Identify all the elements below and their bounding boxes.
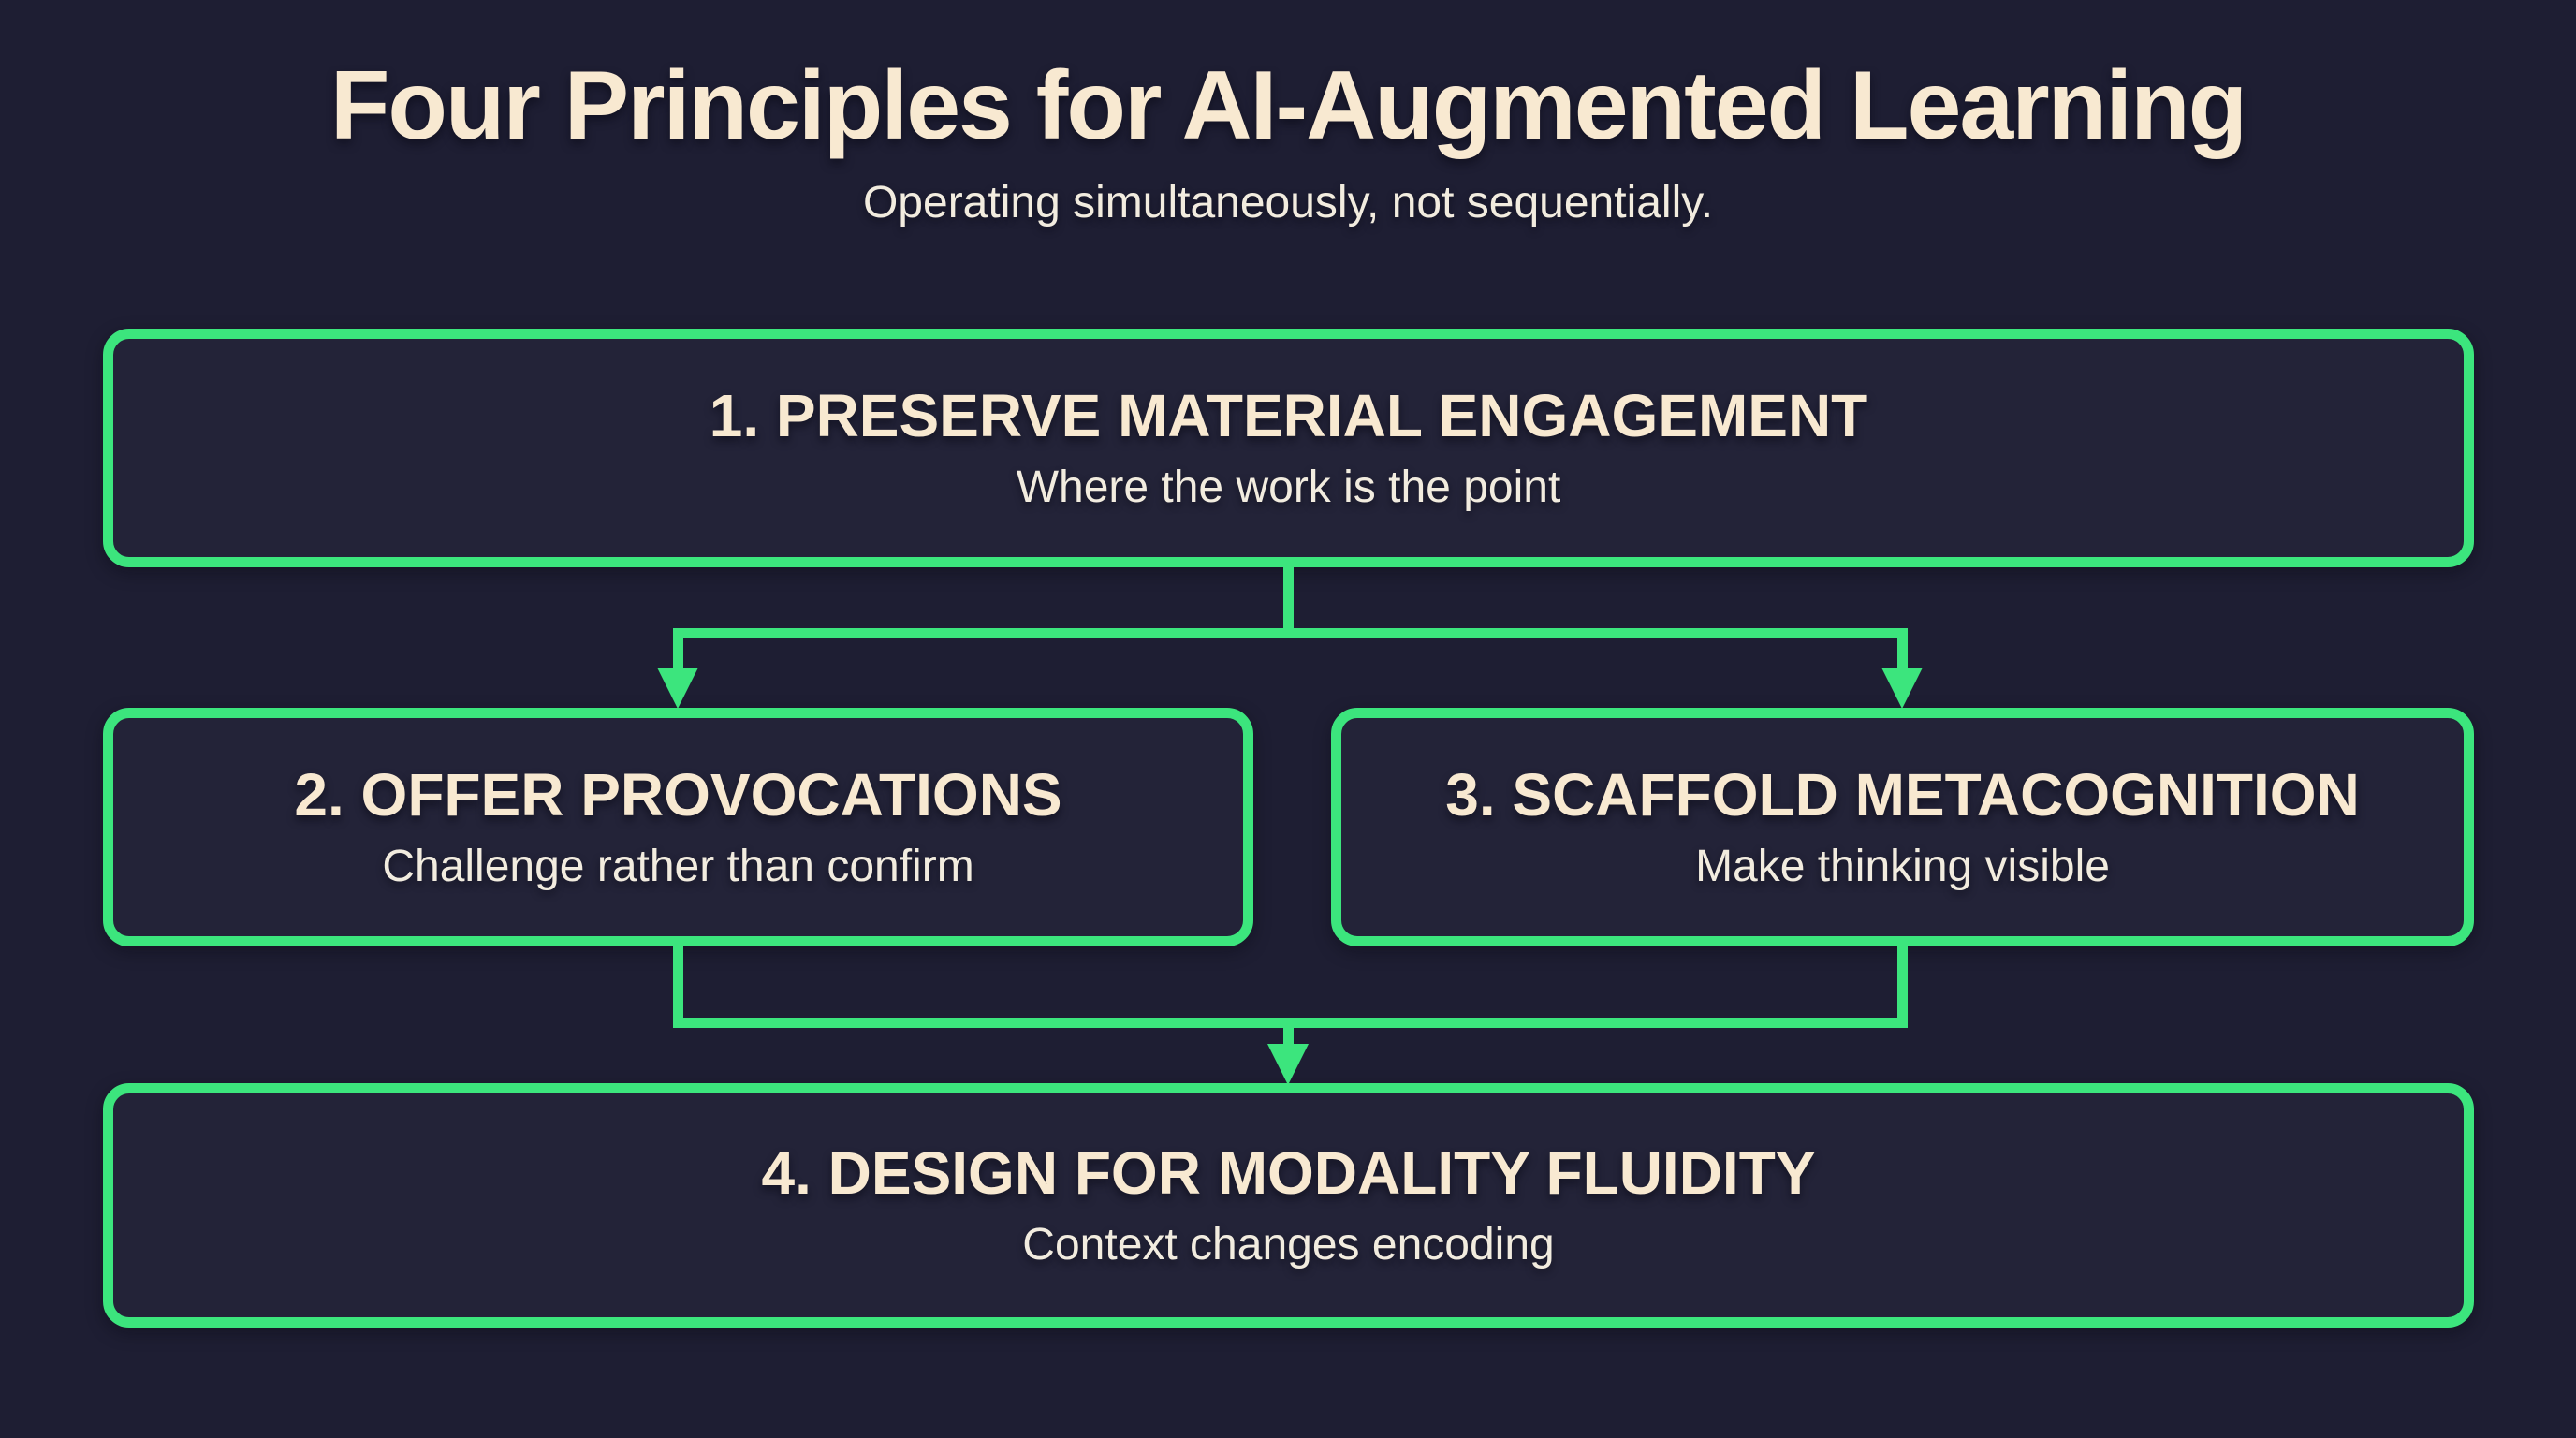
node-subtext: Where the work is the point [1016, 462, 1561, 513]
arrowhead-down-node4-icon [1267, 1044, 1309, 1085]
connector-branch-horizontal [673, 628, 1908, 638]
node-heading: 4. DESIGN FOR MODALITY FLUIDITY [761, 1138, 1816, 1207]
node-heading: 1. PRESERVE MATERIAL ENGAGEMENT [709, 381, 1868, 449]
connector-node1-stub [1283, 567, 1294, 638]
flow-node-offer-provocations: 2. OFFER PROVOCATIONS Challenge rather t… [103, 708, 1253, 946]
node-heading: 3. SCAFFOLD METACOGNITION [1445, 760, 2360, 829]
flow-node-preserve-material-engagement: 1. PRESERVE MATERIAL ENGAGEMENT Where th… [103, 329, 2474, 567]
arrowhead-down-node3-icon [1881, 668, 1923, 709]
connector-drop-to-node2 [673, 628, 683, 671]
connector-from-node3 [1897, 946, 1908, 1028]
node-subtext: Context changes encoding [1022, 1220, 1555, 1270]
connector-drop-to-node3 [1897, 628, 1908, 671]
node-subtext: Make thinking visible [1695, 842, 2110, 892]
connector-from-node2 [673, 946, 683, 1028]
node-subtext: Challenge rather than confirm [382, 842, 974, 892]
flow-node-scaffold-metacognition: 3. SCAFFOLD METACOGNITION Make thinking … [1331, 708, 2474, 946]
connector-node4-stub [1283, 1018, 1294, 1051]
page-header: Four Principles for AI-Augmented Learnin… [0, 45, 2576, 230]
page-subtitle: Operating simultaneously, not sequential… [862, 178, 1714, 227]
node-heading: 2. OFFER PROVOCATIONS [294, 760, 1062, 829]
page-title: Four Principles for AI-Augmented Learnin… [329, 51, 2247, 160]
flow-node-design-for-modality-fluidity: 4. DESIGN FOR MODALITY FLUIDITY Context … [103, 1083, 2474, 1328]
arrowhead-down-node2-icon [657, 668, 698, 709]
